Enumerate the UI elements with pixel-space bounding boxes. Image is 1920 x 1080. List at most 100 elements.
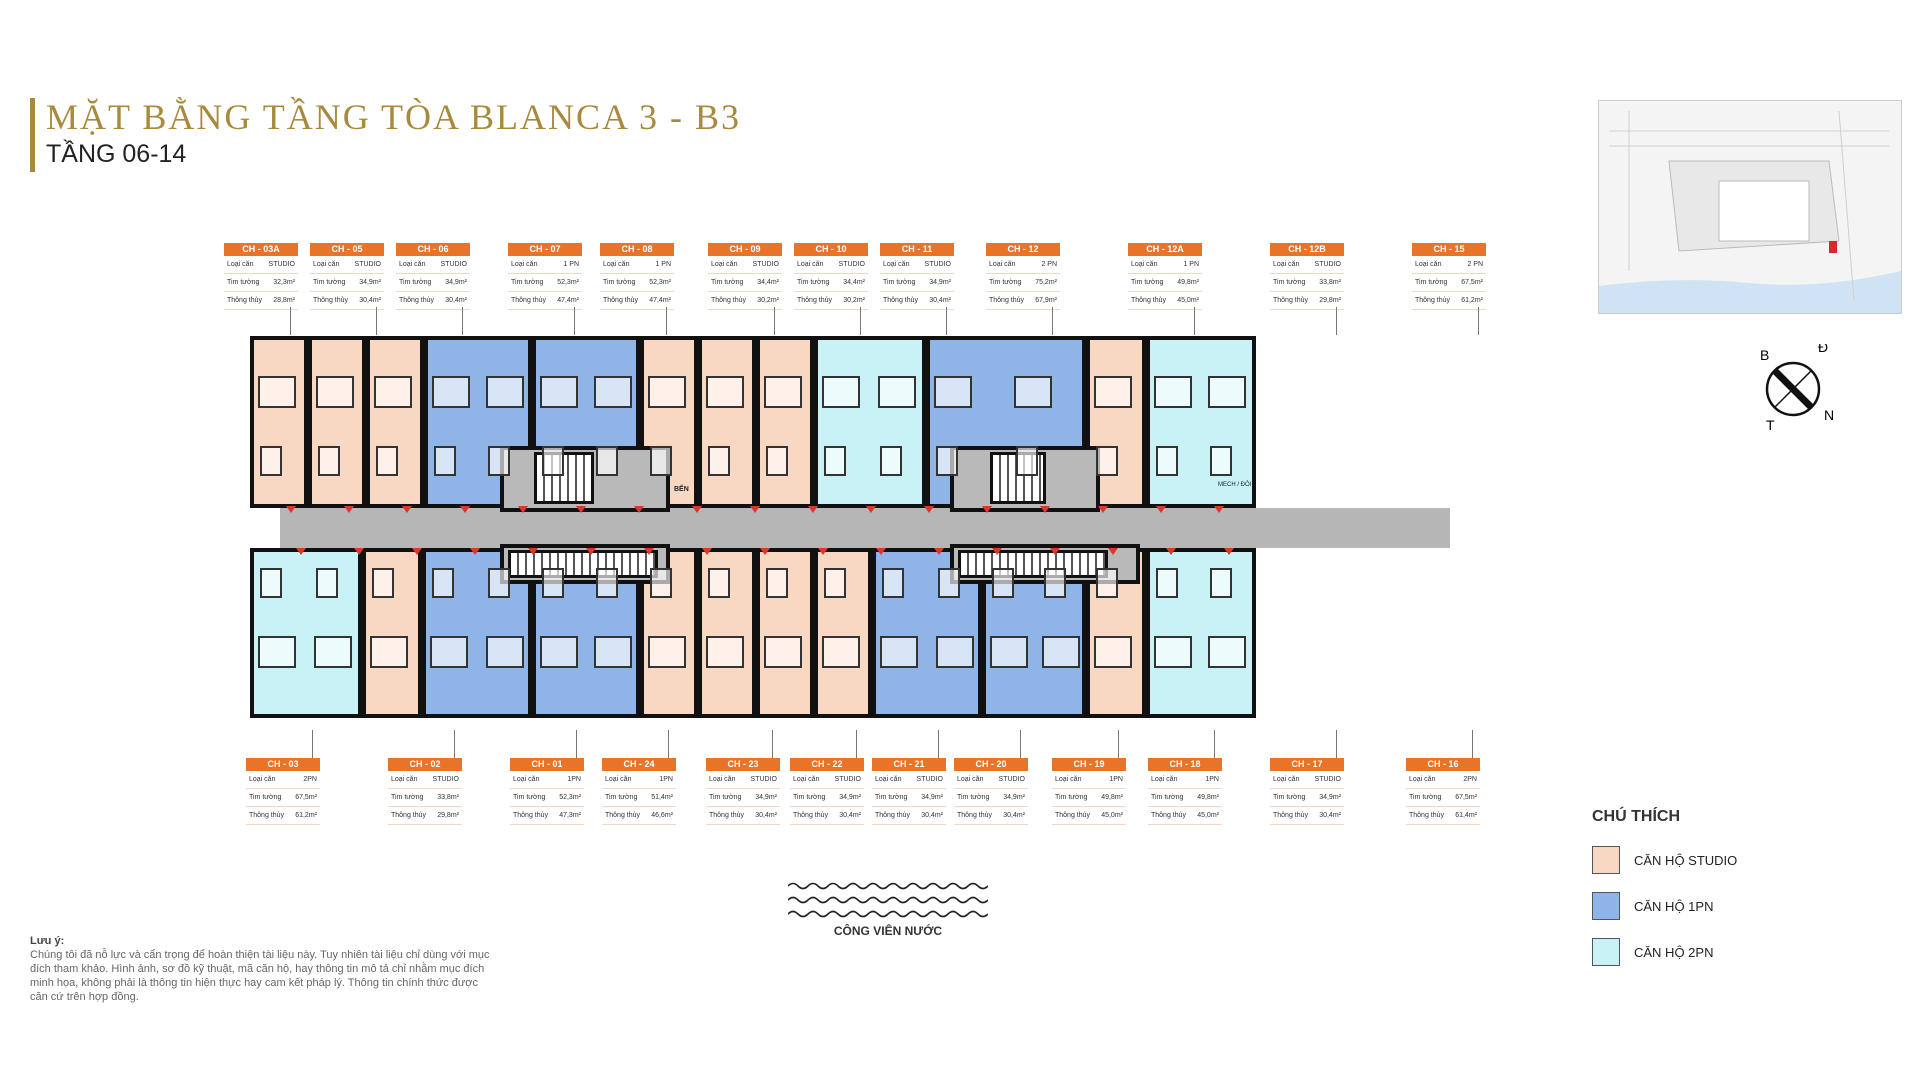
legend-item-1pn: CĂN HỘ 1PN: [1592, 892, 1713, 920]
field-label-wall: Tim tường: [875, 794, 908, 801]
bathroom-outline: [372, 568, 394, 598]
unit-code: CH - 06: [396, 243, 470, 256]
room-outline: [1094, 636, 1132, 668]
field-label-wall: Tim tường: [1055, 794, 1088, 801]
unit-type: 2 PN: [1467, 261, 1483, 268]
door-marker: [1224, 548, 1234, 555]
room-outline: [540, 376, 578, 408]
door-marker: [344, 506, 354, 513]
unit-code: CH - 23: [706, 758, 780, 771]
unit-ch-06: [366, 336, 424, 508]
unit-code: CH - 02: [388, 758, 462, 771]
unit-clear-area: 30,4m²: [929, 297, 951, 304]
door-marker: [518, 506, 528, 513]
field-label-wall: Tim tường: [605, 794, 638, 801]
door-marker: [1040, 506, 1050, 513]
room-outline: [706, 376, 744, 408]
unit-clear-area: 30,4m²: [839, 812, 861, 819]
legend-title: CHÚ THÍCH: [1592, 808, 1680, 825]
door-marker: [866, 506, 876, 513]
field-label-type: Loại căn: [883, 261, 910, 268]
bathroom-outline: [542, 446, 564, 476]
floor-plan: BẾN MECH / ĐÔI: [250, 336, 1490, 718]
bathroom-outline: [376, 446, 398, 476]
field-label-type: Loại căn: [603, 261, 630, 268]
bathroom-outline: [1210, 568, 1232, 598]
unit-clear-area: 61,2m²: [295, 812, 317, 819]
unit-wall-area: 52,3m²: [649, 279, 671, 286]
label-leader-line: [856, 730, 857, 758]
unit-type-row: Loại căn 1 PN: [600, 256, 674, 274]
unit-type: 2PN: [1463, 776, 1477, 783]
field-label-type: Loại căn: [605, 776, 632, 783]
unit-code: CH - 09: [708, 243, 782, 256]
field-label-wall: Tim tường: [883, 279, 916, 286]
unit-wall-area: 34,4m²: [757, 279, 779, 286]
unit-clear-area: 45,0m²: [1197, 812, 1219, 819]
legend-item-studio: CĂN HỘ STUDIO: [1592, 846, 1737, 874]
door-marker: [924, 506, 934, 513]
bathroom-outline: [434, 446, 456, 476]
compass-b: B: [1760, 347, 1769, 363]
plan-label-ben: BẾN: [674, 486, 689, 493]
room-outline: [648, 376, 686, 408]
bathroom-outline: [936, 446, 958, 476]
room-outline: [540, 636, 578, 668]
note-text: Chúng tôi đã nỗ lực và cẩn trọng để hoàn…: [30, 949, 490, 1003]
room-outline: [822, 636, 860, 668]
door-marker: [750, 506, 760, 513]
unit-code: CH - 20: [954, 758, 1028, 771]
field-label-type: Loại căn: [513, 776, 540, 783]
door-marker: [286, 506, 296, 513]
bathroom-outline: [488, 446, 510, 476]
room-outline: [258, 376, 296, 408]
compass-t: T: [1766, 417, 1775, 433]
field-label-type: Loại căn: [511, 261, 538, 268]
field-label-wall: Tim tường: [513, 794, 546, 801]
unit-type: STUDIO: [916, 776, 943, 783]
unit-code: CH - 12A: [1128, 243, 1202, 256]
unit-code: CH - 01: [510, 758, 584, 771]
label-leader-line: [1020, 730, 1021, 758]
field-label-type: Loại căn: [313, 261, 340, 268]
unit-code: CH - 17: [1270, 758, 1344, 771]
bathroom-outline: [596, 568, 618, 598]
field-label-type: Loại căn: [797, 261, 824, 268]
unit-code: CH - 08: [600, 243, 674, 256]
unit-wall-area: 49,8m²: [1101, 794, 1123, 801]
unit-code: CH - 12B: [1270, 243, 1344, 256]
unit-type: 1 PN: [655, 261, 671, 268]
field-label-type: Loại căn: [391, 776, 418, 783]
compass: B Đ T N: [1748, 339, 1834, 433]
unit-clear-area: 61,2m²: [1461, 297, 1483, 304]
bathroom-outline: [766, 568, 788, 598]
unit-wall-area: 49,8m²: [1177, 279, 1199, 286]
door-marker: [760, 548, 770, 555]
unit-ch-03: [250, 548, 362, 718]
label-leader-line: [772, 730, 773, 758]
bathroom-outline: [650, 568, 672, 598]
unit-wall-area: 52,3m²: [557, 279, 579, 286]
water-waves-icon: [787, 882, 989, 918]
bathroom-outline: [708, 568, 730, 598]
label-leader-line: [454, 730, 455, 758]
